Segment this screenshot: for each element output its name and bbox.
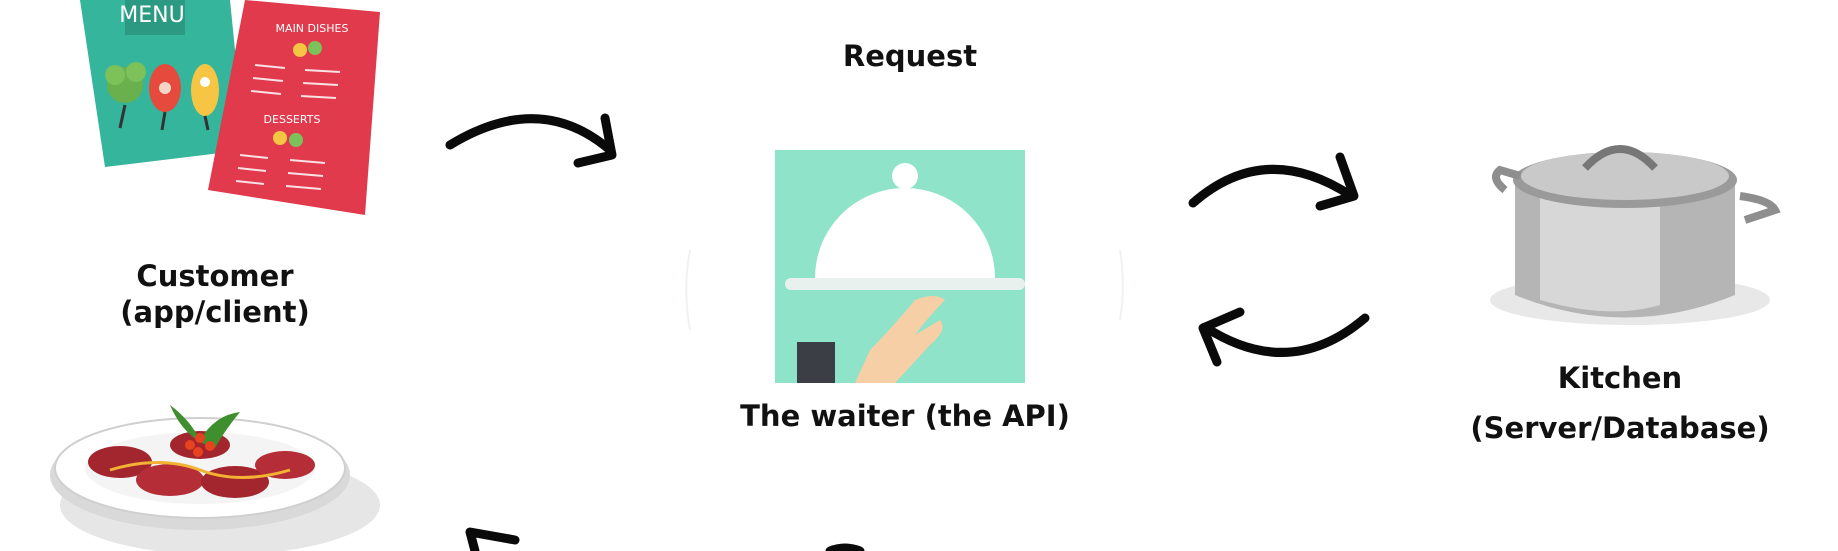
waiter-label: The waiter (the API) [735,398,1075,434]
menu-title: MENU [119,3,184,28]
arrow-response [465,527,520,551]
request-text: Request [842,39,978,73]
menu-page-illustration: MAIN DISHES DESSERTS [208,0,380,215]
arrow-to-kitchen [1188,152,1359,211]
customer-title: Customer [136,259,294,293]
food-plates-illustration [50,405,380,551]
request-label: Request [800,38,1020,74]
cooking-pot-illustration [1490,145,1781,325]
kitchen-title: Kitchen [1557,361,1683,395]
kitchen-subtitle: (Server/Database) [1470,411,1770,446]
kitchen-label: Kitchen (Server/Database) [1470,360,1770,447]
arrow-from-kitchen [1198,307,1370,367]
circle-guide [685,249,1124,331]
menu-section-main: MAIN DISHES [276,22,349,35]
menu-card-illustration: MENU [80,0,245,167]
waiter-text: The waiter (the API) [740,399,1070,433]
customer-label: Customer (app/client) [90,258,340,331]
arrow-request [445,113,617,168]
waiter-illustration [775,150,1025,383]
arrow-partial-bottom [825,543,865,551]
customer-subtitle: (app/client) [120,295,310,330]
menu-section-desserts: DESSERTS [264,113,321,126]
